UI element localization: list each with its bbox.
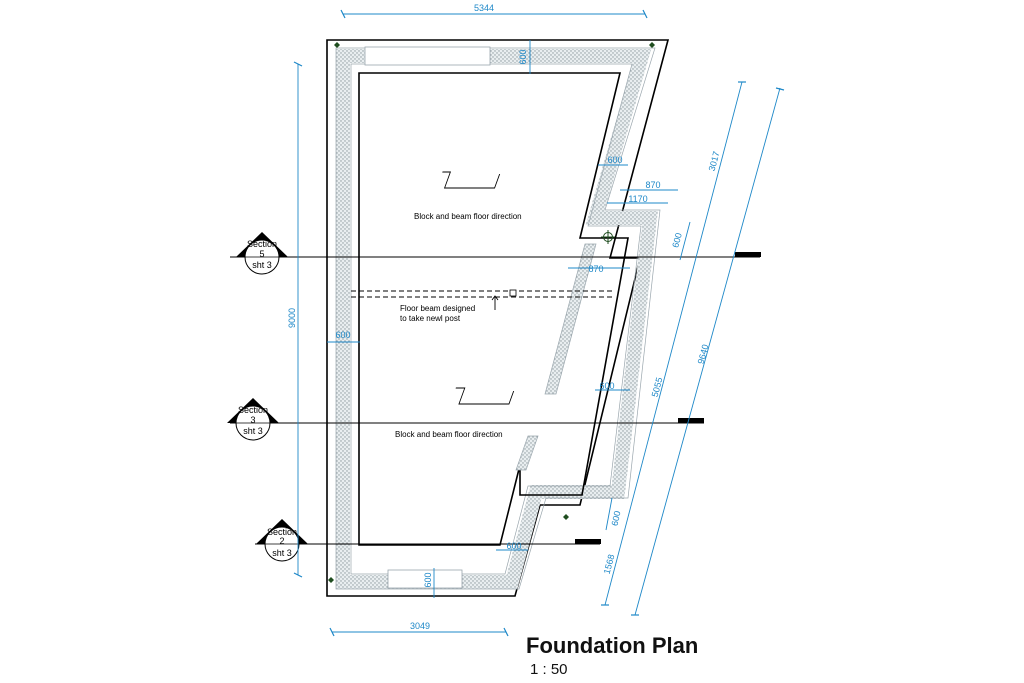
section-line-3-end	[678, 418, 704, 423]
floor-direction-arrow	[442, 171, 501, 189]
partition-lower	[515, 435, 539, 471]
beam-note-line2: to take newl post	[400, 314, 461, 323]
dim-tick	[503, 627, 509, 637]
svg-text:sht 3: sht 3	[252, 260, 272, 270]
section-line-2-end	[575, 539, 601, 544]
svg-text:Section: Section	[238, 405, 268, 415]
wall-band-edge-outer	[335, 47, 661, 590]
svg-text:5: 5	[259, 249, 264, 259]
corner-marker	[649, 42, 655, 48]
corner-marker	[328, 577, 334, 583]
dim-line-bottom-notch	[605, 497, 613, 531]
dim-notch-1170: 1170	[628, 194, 647, 204]
dim-bottom-wall: 600	[423, 572, 433, 587]
dim-bottom-notch-600: 600	[610, 510, 623, 527]
corner-marker	[334, 42, 340, 48]
dim-notch-600-side: 600	[670, 232, 684, 249]
beam-leader-arrow	[491, 295, 499, 310]
floor-direction-arrow	[455, 387, 515, 405]
dim-tick	[775, 87, 785, 91]
dim-line-diag-outer	[604, 81, 743, 606]
beam-note-line1: Floor beam designed	[400, 304, 475, 313]
dim-tick	[293, 61, 303, 67]
dim-line-notch-side	[679, 221, 691, 261]
svg-text:3: 3	[250, 415, 255, 425]
dim-diag-1568: 1568	[602, 553, 617, 575]
beam-marker	[509, 289, 517, 297]
dim-tick	[329, 627, 335, 637]
newel-post-marker	[601, 230, 615, 244]
dim-notch-870-a: 870	[645, 180, 660, 190]
section-marker-2: Section 2 sht 3	[256, 519, 308, 562]
section-marker-3: Section 3 sht 3	[227, 398, 279, 441]
corner-marker	[563, 514, 569, 520]
drawing-title: Foundation Plan	[526, 633, 699, 658]
dim-right-wall-lower: 600	[599, 381, 614, 391]
top-opening	[364, 46, 491, 66]
dim-tick	[340, 9, 346, 19]
svg-text:Section: Section	[247, 239, 277, 249]
dim-tick	[293, 572, 303, 578]
bottom-opening	[387, 569, 463, 589]
foundation-wall-band	[336, 49, 658, 589]
dim-left-height: 9000	[287, 308, 297, 328]
svg-text:2: 2	[279, 536, 284, 546]
svg-text:sht 3: sht 3	[272, 548, 292, 558]
outer-outline	[326, 39, 670, 597]
drawing-scale: 1 : 50	[530, 661, 568, 678]
dim-top-wall: 600	[518, 49, 528, 64]
dim-tick	[642, 9, 648, 19]
section-marker-5: Section 5 sht 3	[236, 232, 288, 275]
inner-outline	[358, 72, 629, 546]
dim-diag-9640: 9640	[696, 343, 711, 365]
dim-notch-wall: 600	[607, 155, 622, 165]
dim-left-wall: 600	[335, 330, 350, 340]
section-line-5-end	[735, 252, 761, 257]
partition-upper	[544, 243, 597, 395]
dim-line-diag-long	[634, 87, 781, 616]
floor-direction-label-upper: Block and beam floor direction	[414, 212, 522, 221]
dim-bottom-width: 3049	[410, 621, 430, 631]
dim-bottom-right-wall: 600	[506, 541, 521, 551]
dim-top-width: 5344	[474, 3, 494, 13]
svg-text:sht 3: sht 3	[243, 426, 263, 436]
dim-notch-870-b: 870	[588, 264, 603, 274]
floor-direction-label-lower: Block and beam floor direction	[395, 430, 503, 439]
svg-text:Section: Section	[267, 527, 297, 537]
